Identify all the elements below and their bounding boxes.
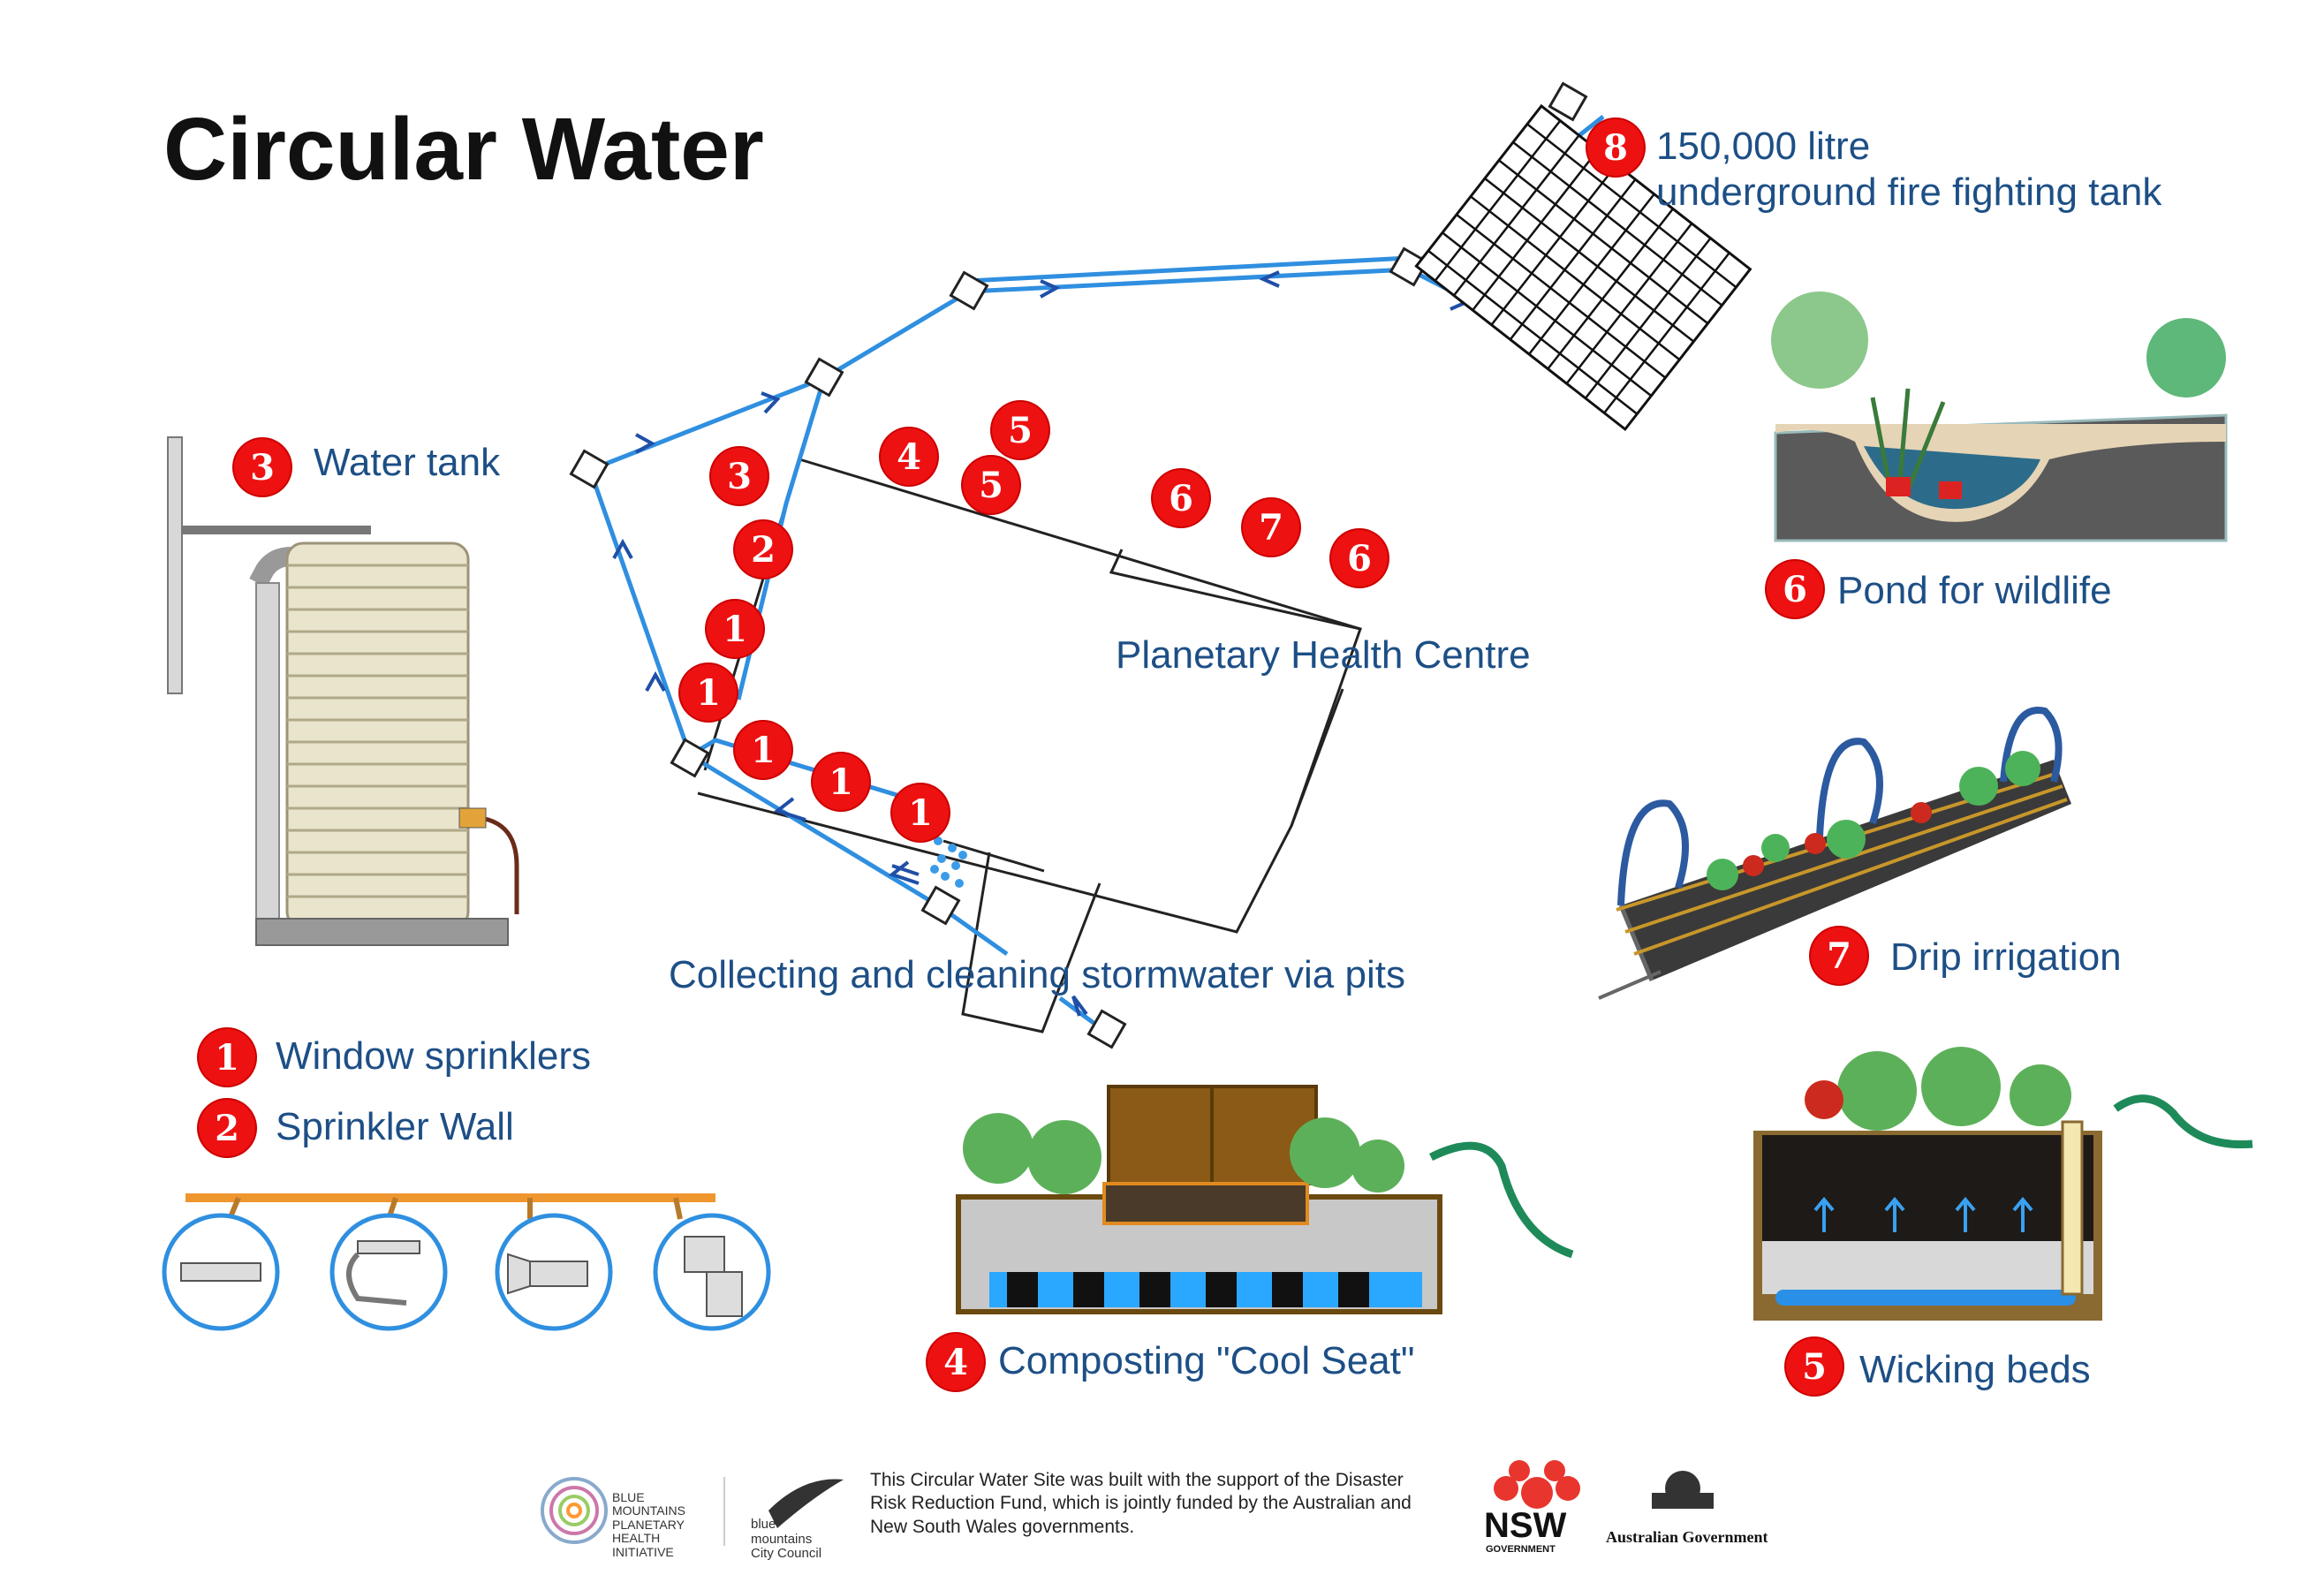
composting-illustration: [956, 1085, 1574, 1314]
council-logo-text: blue mountains City Council: [751, 1517, 822, 1561]
badge-sprinkler-wall: 2: [199, 1100, 255, 1156]
map-badge: 7: [1243, 499, 1299, 556]
sprinkler-parts: [162, 1193, 771, 1331]
australian-government-text: Australian Government: [1606, 1528, 1768, 1546]
footer-logos: [541, 1460, 1714, 1546]
map-badge: 4: [881, 428, 937, 485]
map-badge: 6: [1331, 530, 1388, 587]
badge-composting: 4: [927, 1334, 984, 1390]
bmphi-logo-text: BLUE MOUNTAINS PLANETARY HEALTH INITIATI…: [612, 1490, 685, 1559]
nsw-logo-sub: GOVERNMENT: [1486, 1544, 1556, 1555]
pond-illustration: [1771, 292, 2228, 542]
map-badge: 1: [707, 601, 763, 657]
map-badge: 1: [813, 753, 869, 810]
map-badge: 1: [892, 784, 949, 841]
stormwater-label: Collecting and cleaning stormwater via p…: [669, 953, 1405, 996]
drip-irrigation-illustration: [1598, 707, 2071, 1000]
pond-label: Pond for wildlife: [1837, 569, 2112, 612]
support-text: This Circular Water Site was built with …: [870, 1470, 1412, 1537]
fire-tank-label-line2: underground fire fighting tank: [1656, 170, 2162, 214]
wicking-bed-illustration: [1753, 1047, 2253, 1321]
badge-water-tank: 3: [234, 439, 291, 496]
wicking-label: Wicking beds: [1859, 1348, 2091, 1391]
composting-label: Composting "Cool Seat": [998, 1339, 1415, 1382]
map-badge: 3: [711, 448, 768, 504]
fire-tank-label-line1: 150,000 litre: [1656, 125, 1871, 168]
page-title: Circular Water: [163, 100, 764, 199]
sprinkler-wall-label: Sprinkler Wall: [276, 1105, 514, 1148]
map-badge: 6: [1153, 470, 1209, 526]
stormwater-drops: [930, 837, 967, 888]
badge-window-sprinklers: 1: [199, 1029, 255, 1086]
map-badge: 1: [735, 722, 791, 778]
nsw-logo-main: NSW: [1484, 1506, 1567, 1545]
drip-label: Drip irrigation: [1890, 935, 2122, 979]
water-tank-label: Water tank: [314, 441, 501, 484]
fire-tank-grid: [1414, 103, 1752, 432]
badge-wicking: 5: [1786, 1338, 1843, 1395]
map-badge: 1: [680, 664, 737, 721]
water-tank-illustration: [167, 436, 519, 946]
pit-markers: [569, 81, 1625, 1049]
centre-label: Planetary Health Centre: [1116, 633, 1531, 677]
map-badge: 5: [963, 457, 1019, 513]
badge-pond: 6: [1767, 561, 1823, 617]
map-badge: 5: [992, 402, 1048, 458]
map-badge: 2: [735, 521, 791, 578]
badge-drip: 7: [1811, 928, 1867, 984]
window-sprinklers-label: Window sprinklers: [276, 1034, 591, 1078]
badge-fire-tank: 8: [1587, 119, 1644, 176]
